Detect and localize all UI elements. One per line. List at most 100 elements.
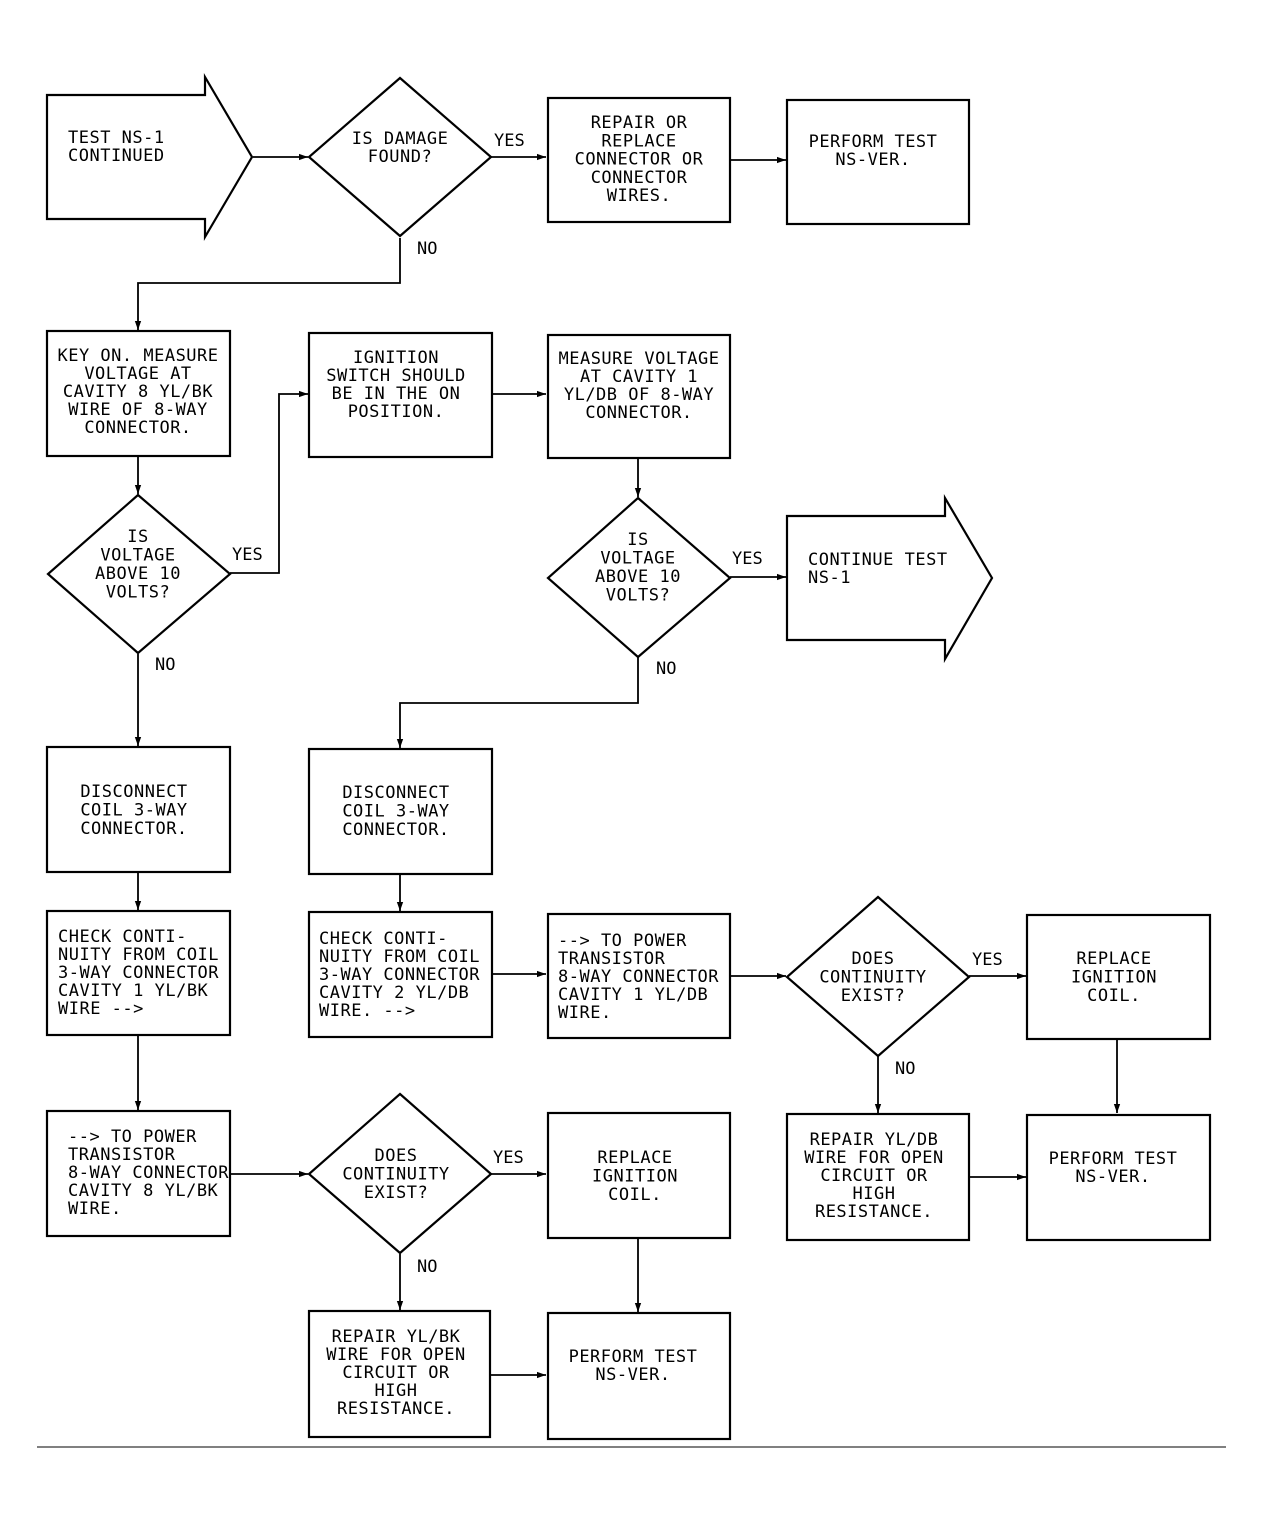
measure-c1-box <box>546 333 732 460</box>
node-line: 8-WAY CONNECTOR <box>558 967 719 987</box>
node-line: IGNITION <box>353 348 439 368</box>
node-line: WIRES. <box>607 186 671 206</box>
node-line: VOLTAGE AT <box>84 364 191 384</box>
repair-connector-box <box>546 96 732 224</box>
no-label-cont-a: NO <box>417 1257 437 1277</box>
node-line: NS-VER. <box>595 1365 670 1385</box>
edge-damage-no <box>134 238 401 330</box>
edge-volt-b-no <box>396 657 639 748</box>
start-arrow-shape <box>45 72 254 242</box>
node-line: IS <box>127 527 148 547</box>
node-line: COIL 3-WAY <box>80 801 187 821</box>
shapes <box>45 72 1212 1441</box>
node-line: REPLACE <box>1076 949 1151 969</box>
no-label-cont-b: NO <box>895 1059 915 1079</box>
repair-b-box <box>785 1112 971 1242</box>
node-line: VOLTAGE <box>100 546 175 566</box>
node-line: --> TO POWER <box>68 1127 197 1147</box>
node-line: HIGH <box>853 1184 896 1204</box>
node-line: CONTINUE TEST <box>808 550 948 570</box>
node-line: NUITY FROM COIL <box>319 947 480 967</box>
node-line: CONNECTOR <box>591 168 688 188</box>
continue-arrow-shape <box>785 493 994 664</box>
volt-b-decision-shape <box>546 496 732 659</box>
perform-a-box <box>546 1311 732 1441</box>
cont-b-decision-shape <box>785 895 971 1058</box>
node-line: WIRE. --> <box>319 1001 416 1021</box>
no-label-volt-b: NO <box>656 659 676 679</box>
node-line: CIRCUIT OR <box>820 1166 928 1186</box>
node-line: COIL 3-WAY <box>342 802 449 822</box>
node-line: IGNITION <box>1071 968 1157 988</box>
yes-label-cont-a: YES <box>493 1148 524 1168</box>
no-label-volt-a: NO <box>155 655 175 675</box>
node-line: DOES <box>375 1146 418 1166</box>
check-b-box <box>307 910 494 1039</box>
node-line: COIL. <box>608 1185 662 1205</box>
node-line: TRANSISTOR <box>558 949 666 969</box>
node-line: WIRE. <box>68 1199 122 1219</box>
node-line: CIRCUIT OR <box>342 1363 450 1383</box>
node-line: DOES <box>852 949 895 969</box>
node-line: CONTINUITY <box>342 1165 449 1185</box>
node-line: IS <box>627 530 648 550</box>
node-line: CONNECTOR. <box>80 819 187 839</box>
node-line: TEST NS-1 <box>68 128 165 148</box>
node-line: PERFORM TEST <box>1049 1149 1178 1169</box>
node-line: WIRE FOR OPEN <box>804 1148 944 1168</box>
node-line: CONNECTOR. <box>585 403 692 423</box>
node-line: REPAIR OR <box>591 113 688 133</box>
node-line: CONTINUED <box>68 146 165 166</box>
volt-a-decision-shape <box>46 493 232 655</box>
replace-a-box <box>546 1111 732 1240</box>
node-line: 3-WAY CONNECTOR <box>319 965 480 985</box>
node-line: CONNECTOR. <box>84 418 191 438</box>
node-line: CAVITY 8 YL/BK <box>63 382 214 402</box>
node-line: CHECK CONTI- <box>58 927 187 947</box>
node-line: BE IN THE ON <box>332 384 461 404</box>
node-line: --> TO POWER <box>558 931 687 951</box>
node-line: RESISTANCE. <box>815 1202 933 1222</box>
node-line: WIRE OF 8-WAY <box>68 400 208 420</box>
node-line: WIRE --> <box>58 999 144 1019</box>
node-line: RESISTANCE. <box>337 1399 455 1419</box>
connectors <box>134 153 1121 1379</box>
node-line: DISCONNECT <box>342 783 449 803</box>
node-line: REPLACE <box>601 131 676 151</box>
node-line: YL/DB OF 8-WAY <box>564 385 714 405</box>
edge-volt-a-yes <box>230 390 308 574</box>
node-line: POSITION. <box>348 402 445 422</box>
yes-label-volt-b: YES <box>732 549 763 569</box>
disc-a-box <box>45 745 232 874</box>
node-line: EXIST? <box>364 1183 428 1203</box>
node-line: KEY ON. MEASURE <box>57 346 218 366</box>
yes-label-cont-b: YES <box>972 950 1003 970</box>
node-line: VOLTS? <box>106 583 170 603</box>
damage-decision-shape <box>307 76 493 238</box>
no-label-damage: NO <box>417 239 437 259</box>
cont-a-decision-shape <box>307 1092 493 1255</box>
check-a-box <box>45 909 232 1037</box>
to-power-a-box <box>45 1109 232 1238</box>
node-line: WIRE FOR OPEN <box>326 1345 466 1365</box>
node-line: CONNECTOR OR <box>575 150 704 170</box>
node-line: CAVITY 1 YL/BK <box>58 981 209 1001</box>
node-line: REPAIR YL/DB <box>810 1130 939 1150</box>
node-line: IGNITION <box>592 1167 678 1187</box>
